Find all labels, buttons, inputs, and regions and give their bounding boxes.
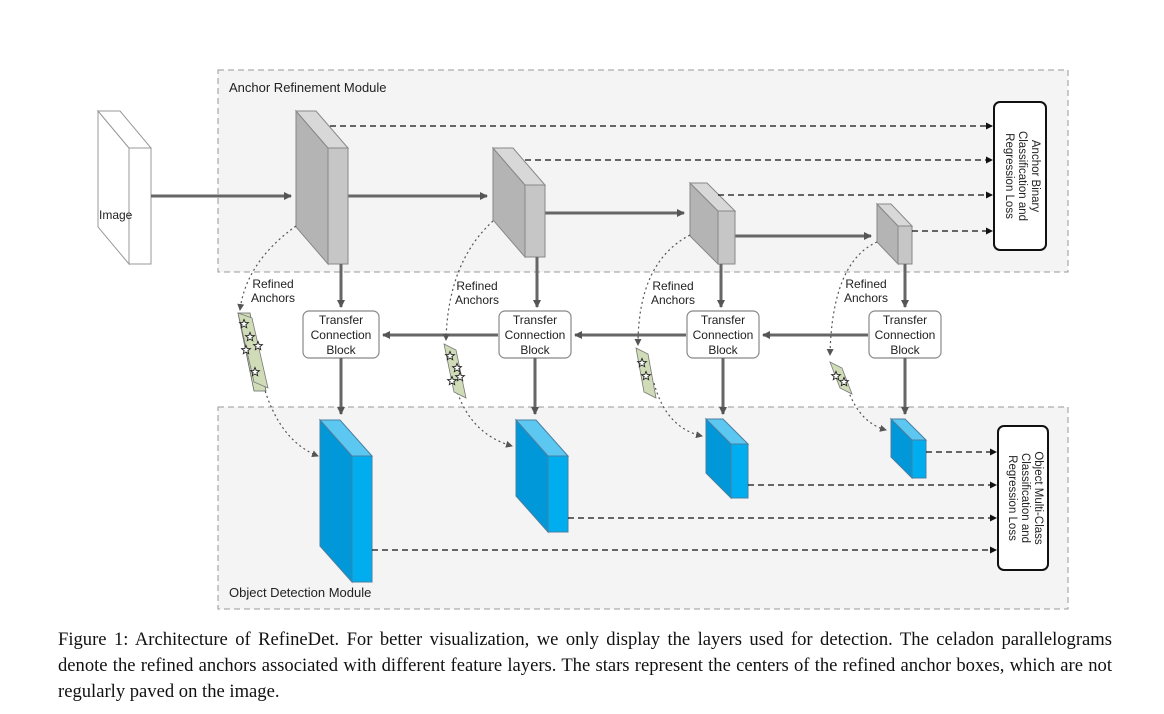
arm-block-3 <box>688 181 737 266</box>
odm-module-label: Object Detection Module <box>229 585 371 600</box>
anchor-star-icon <box>249 366 261 377</box>
odm-block-1 <box>318 418 374 584</box>
arm-loss-line-3: Regression Loss <box>1003 133 1015 219</box>
arm-block-1 <box>294 109 350 266</box>
refined-anchors-3-line-1: Refined <box>652 279 693 293</box>
anchor-star-icon <box>636 357 648 368</box>
tcb-4-line-3: Block <box>890 343 920 357</box>
anchor-star-icon <box>240 344 252 355</box>
refined-anchors-label-1: Refined Anchors <box>251 277 295 305</box>
anchor-star-icon <box>838 376 850 387</box>
anchor-star-icon <box>238 318 250 329</box>
arm-block-2 <box>491 146 547 259</box>
tcb-4-line-2: Connection <box>875 328 936 342</box>
refined-anchors-1-line-1: Refined <box>252 277 293 291</box>
refinedet-diagram: Anchor Refinement Module Object Detectio… <box>96 69 1069 610</box>
tcb-to-odm-arrows <box>337 358 909 415</box>
odm-block-2 <box>514 418 570 534</box>
refined-anchors-1-line-2: Anchors <box>251 291 295 305</box>
refined-anchors-label-3: Refined Anchors <box>651 279 695 307</box>
odm-loss-arrows <box>372 448 997 554</box>
tcb-4: Transfer Connection Block <box>868 310 942 359</box>
tcb-2-line-2: Connection <box>505 328 566 342</box>
anchor-star-icon <box>451 362 463 373</box>
arm-loss-line-1: Anchor Binary <box>1029 140 1041 212</box>
arm-loss-box: Anchor Binary Classification and Regress… <box>993 101 1047 251</box>
odm-loss-line-2: Classification and <box>1019 453 1031 543</box>
odm-loss-line-1: Object Multi-Class <box>1032 451 1044 545</box>
anchor-star-icon <box>830 370 842 381</box>
tcb-2-line-1: Transfer <box>513 313 557 327</box>
anchor-star-icon <box>446 375 458 386</box>
tcb-3-line-1: Transfer <box>701 313 745 327</box>
refined-anchors-label-4: Refined Anchors <box>844 277 888 305</box>
anchor-star-icon <box>252 340 264 351</box>
image-label: Image <box>99 208 133 222</box>
anchor-star-icon <box>444 350 456 361</box>
anchor-star-icon <box>454 371 466 382</box>
refined-anchor-parallelogram-1 <box>237 312 269 392</box>
refined-anchors-3-line-2: Anchors <box>651 293 695 307</box>
input-image <box>96 109 153 266</box>
odm-block-3 <box>704 417 750 500</box>
arm-block-4 <box>875 202 914 266</box>
tcb-2-line-3: Block <box>520 343 550 357</box>
tcb-3-line-3: Block <box>708 343 738 357</box>
arm-to-tcb-arrows <box>337 257 909 308</box>
figure-caption: Figure 1: Architecture of RefineDet. For… <box>58 629 1112 702</box>
tcb-3: Transfer Connection Block <box>686 310 760 359</box>
tcb-3-line-2: Connection <box>693 328 754 342</box>
refined-anchors-label-2: Refined Anchors <box>455 279 499 307</box>
tcb-2: Transfer Connection Block <box>498 310 572 359</box>
tcb-1: Transfer Connection Block <box>302 310 380 359</box>
arm-module-box <box>217 69 1069 273</box>
tcb-4-line-1: Transfer <box>883 313 927 327</box>
refined-anchors-2-line-1: Refined <box>456 279 497 293</box>
arm-loss-line-2: Classification and <box>1016 131 1028 221</box>
odm-loss-box: Object Multi-Class Classification and Re… <box>997 425 1049 571</box>
arm-forward-arrows <box>151 192 872 240</box>
tcb-1-line-3: Block <box>326 343 356 357</box>
anchor-stars <box>238 318 850 387</box>
anchor-star-icon <box>640 370 652 381</box>
odm-loss-line-3: Regression Loss <box>1006 455 1018 541</box>
odm-block-4 <box>889 417 928 480</box>
tcb-1-line-1: Transfer <box>319 313 363 327</box>
refined-anchors-4-line-1: Refined <box>845 277 886 291</box>
tcb-1-line-2: Connection <box>311 328 372 342</box>
refined-anchor-arrows <box>237 220 887 458</box>
refined-anchors-2-line-2: Anchors <box>455 293 499 307</box>
anchor-star-icon <box>244 331 256 342</box>
refined-anchors-4-line-2: Anchors <box>844 291 888 305</box>
arm-loss-arrows <box>330 122 993 235</box>
arm-module-label: Anchor Refinement Module <box>229 80 387 95</box>
